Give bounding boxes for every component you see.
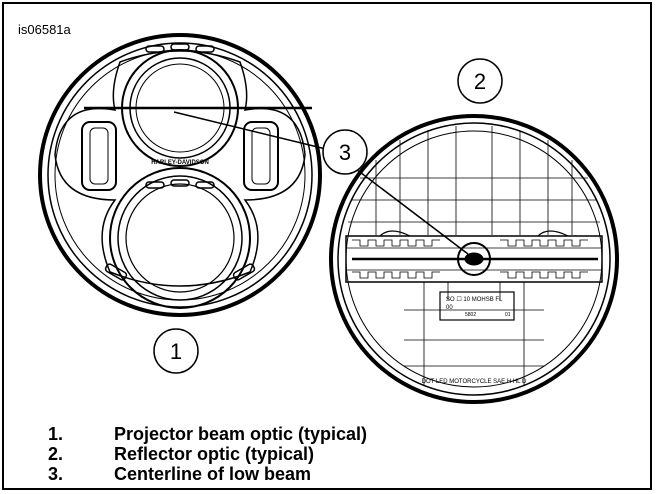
- reflector-label-sub: 01: [505, 312, 511, 318]
- callout-3-leaders: [173, 111, 469, 255]
- headlamp-diagram: HARLEY-DAVIDSON: [38, 33, 619, 404]
- legend: 1. Projector beam optic (typical) 2. Ref…: [48, 424, 367, 484]
- callout-1-number: 1: [170, 339, 182, 364]
- reflector-label-mid: 00: [446, 305, 453, 311]
- projector-lamp: [38, 33, 322, 317]
- legend-number: 3.: [48, 464, 64, 484]
- reflector-label-top: SO ☐ 10 MOHSB FL: [446, 296, 503, 303]
- legend-item: 3. Centerline of low beam: [48, 464, 367, 484]
- callout-1: 1: [153, 328, 199, 374]
- figure-id: is06581a: [18, 22, 71, 37]
- legend-text: Centerline of low beam: [114, 464, 312, 484]
- brand-marking: HARLEY-DAVIDSON: [151, 160, 209, 166]
- legend-text: Reflector optic (typical): [114, 444, 315, 464]
- legend-item: 2. Reflector optic (typical): [48, 444, 367, 464]
- callout-2-number: 2: [474, 69, 486, 94]
- legend-number: 1.: [48, 424, 64, 444]
- legend-number: 2.: [48, 444, 64, 464]
- reflector-bottom-marking: DOT LED MOTORCYCLE SAE H HL D: [422, 379, 527, 385]
- legend-text: Projector beam optic (typical): [114, 424, 368, 444]
- callout-3-number: 3: [339, 140, 351, 165]
- legend-item: 1. Projector beam optic (typical): [48, 424, 367, 444]
- callout-3: 3: [322, 129, 368, 175]
- callout-2: 2: [457, 58, 503, 104]
- reflector-label-code: 5802: [465, 312, 476, 318]
- reflector-lamp: [329, 114, 619, 404]
